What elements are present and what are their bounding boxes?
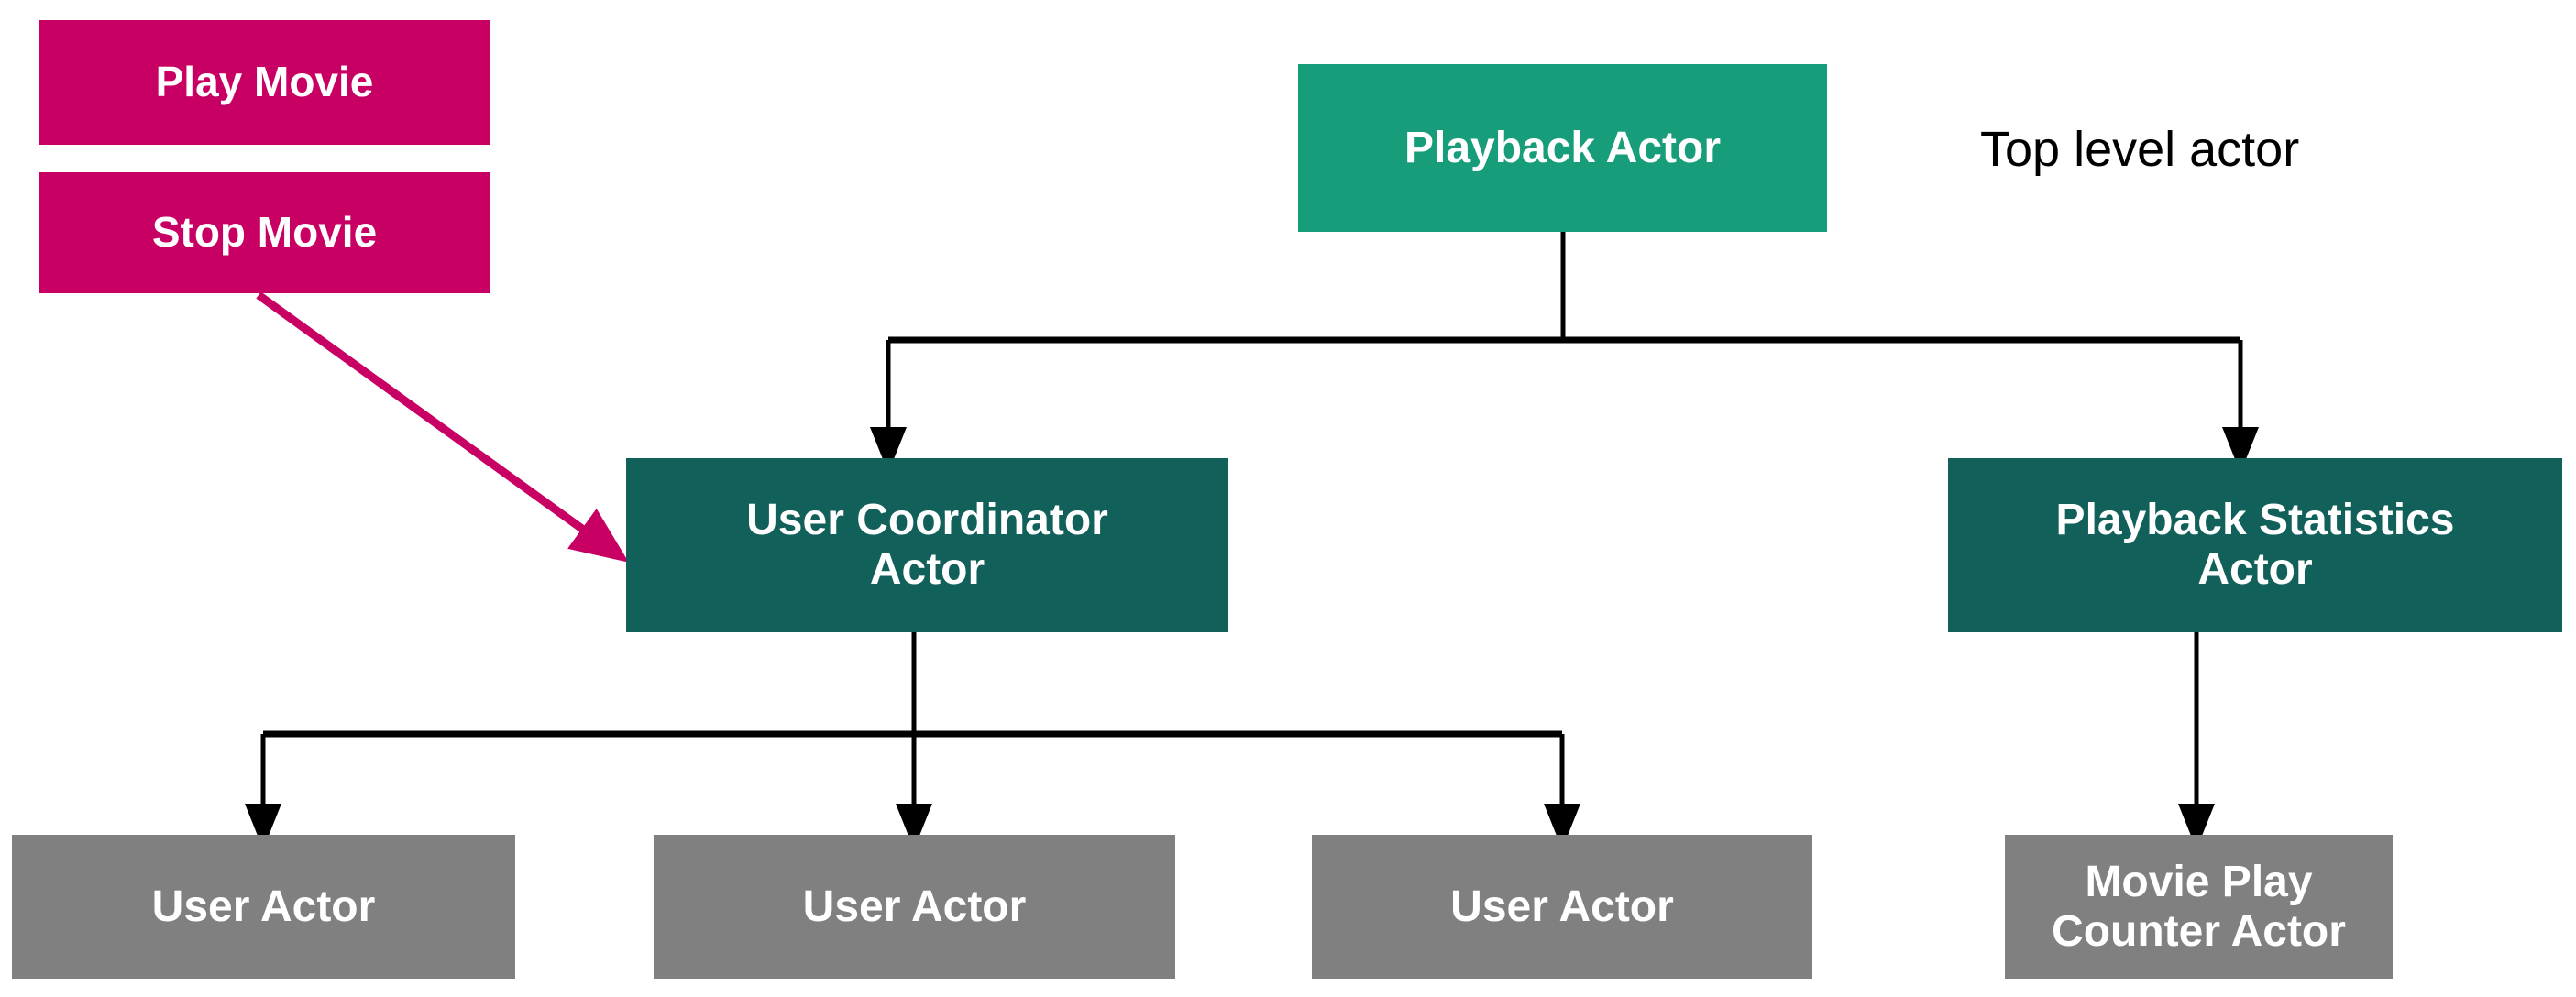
actor-label-line-1: User Coordinator bbox=[746, 496, 1108, 545]
actor-label-line-2: Actor bbox=[869, 545, 985, 594]
actor-label-movie-play-counter-actor: Movie Play Counter Actor bbox=[2052, 858, 2346, 957]
actor-box-user-actor-2[interactable]: User Actor bbox=[654, 835, 1175, 979]
actor-box-user-actor-3[interactable]: User Actor bbox=[1312, 835, 1812, 979]
actor-label-user-coordinator-actor: User Coordinator Actor bbox=[746, 496, 1108, 595]
actor-label-line-2: Counter Actor bbox=[2052, 906, 2346, 956]
annotation-label-top-level-actor: Top level actor bbox=[1980, 122, 2300, 177]
actor-label-line-1: Playback Statistics bbox=[2055, 496, 2455, 545]
actor-label-user-actor-3: User Actor bbox=[1450, 882, 1674, 931]
actor-box-user-coordinator-actor[interactable]: User Coordinator Actor bbox=[626, 458, 1228, 632]
message-box-stop-movie[interactable]: Stop Movie bbox=[39, 172, 490, 293]
wire-stop-movie-to-user-coordinator bbox=[256, 291, 629, 563]
actor-box-user-actor-1[interactable]: User Actor bbox=[12, 835, 515, 979]
actor-box-movie-play-counter-actor[interactable]: Movie Play Counter Actor bbox=[2005, 835, 2393, 979]
message-label-play-movie: Play Movie bbox=[155, 58, 374, 106]
actor-label-line-2: Actor bbox=[2197, 545, 2313, 594]
message-box-play-movie[interactable]: Play Movie bbox=[39, 20, 490, 145]
actor-label-playback-actor: Playback Actor bbox=[1404, 123, 1722, 172]
annotation-top-level-actor: Top level actor bbox=[1980, 121, 2299, 178]
actor-label-line-1: Movie Play bbox=[2085, 857, 2313, 906]
actor-label-user-actor-1: User Actor bbox=[151, 882, 376, 931]
actor-box-playback-actor[interactable]: Playback Actor bbox=[1298, 64, 1827, 232]
actor-label-user-actor-2: User Actor bbox=[802, 882, 1027, 931]
actor-box-playback-statistics-actor[interactable]: Playback Statistics Actor bbox=[1948, 458, 2562, 632]
message-label-stop-movie: Stop Movie bbox=[151, 208, 378, 257]
actor-label-playback-statistics-actor: Playback Statistics Actor bbox=[2056, 496, 2455, 595]
